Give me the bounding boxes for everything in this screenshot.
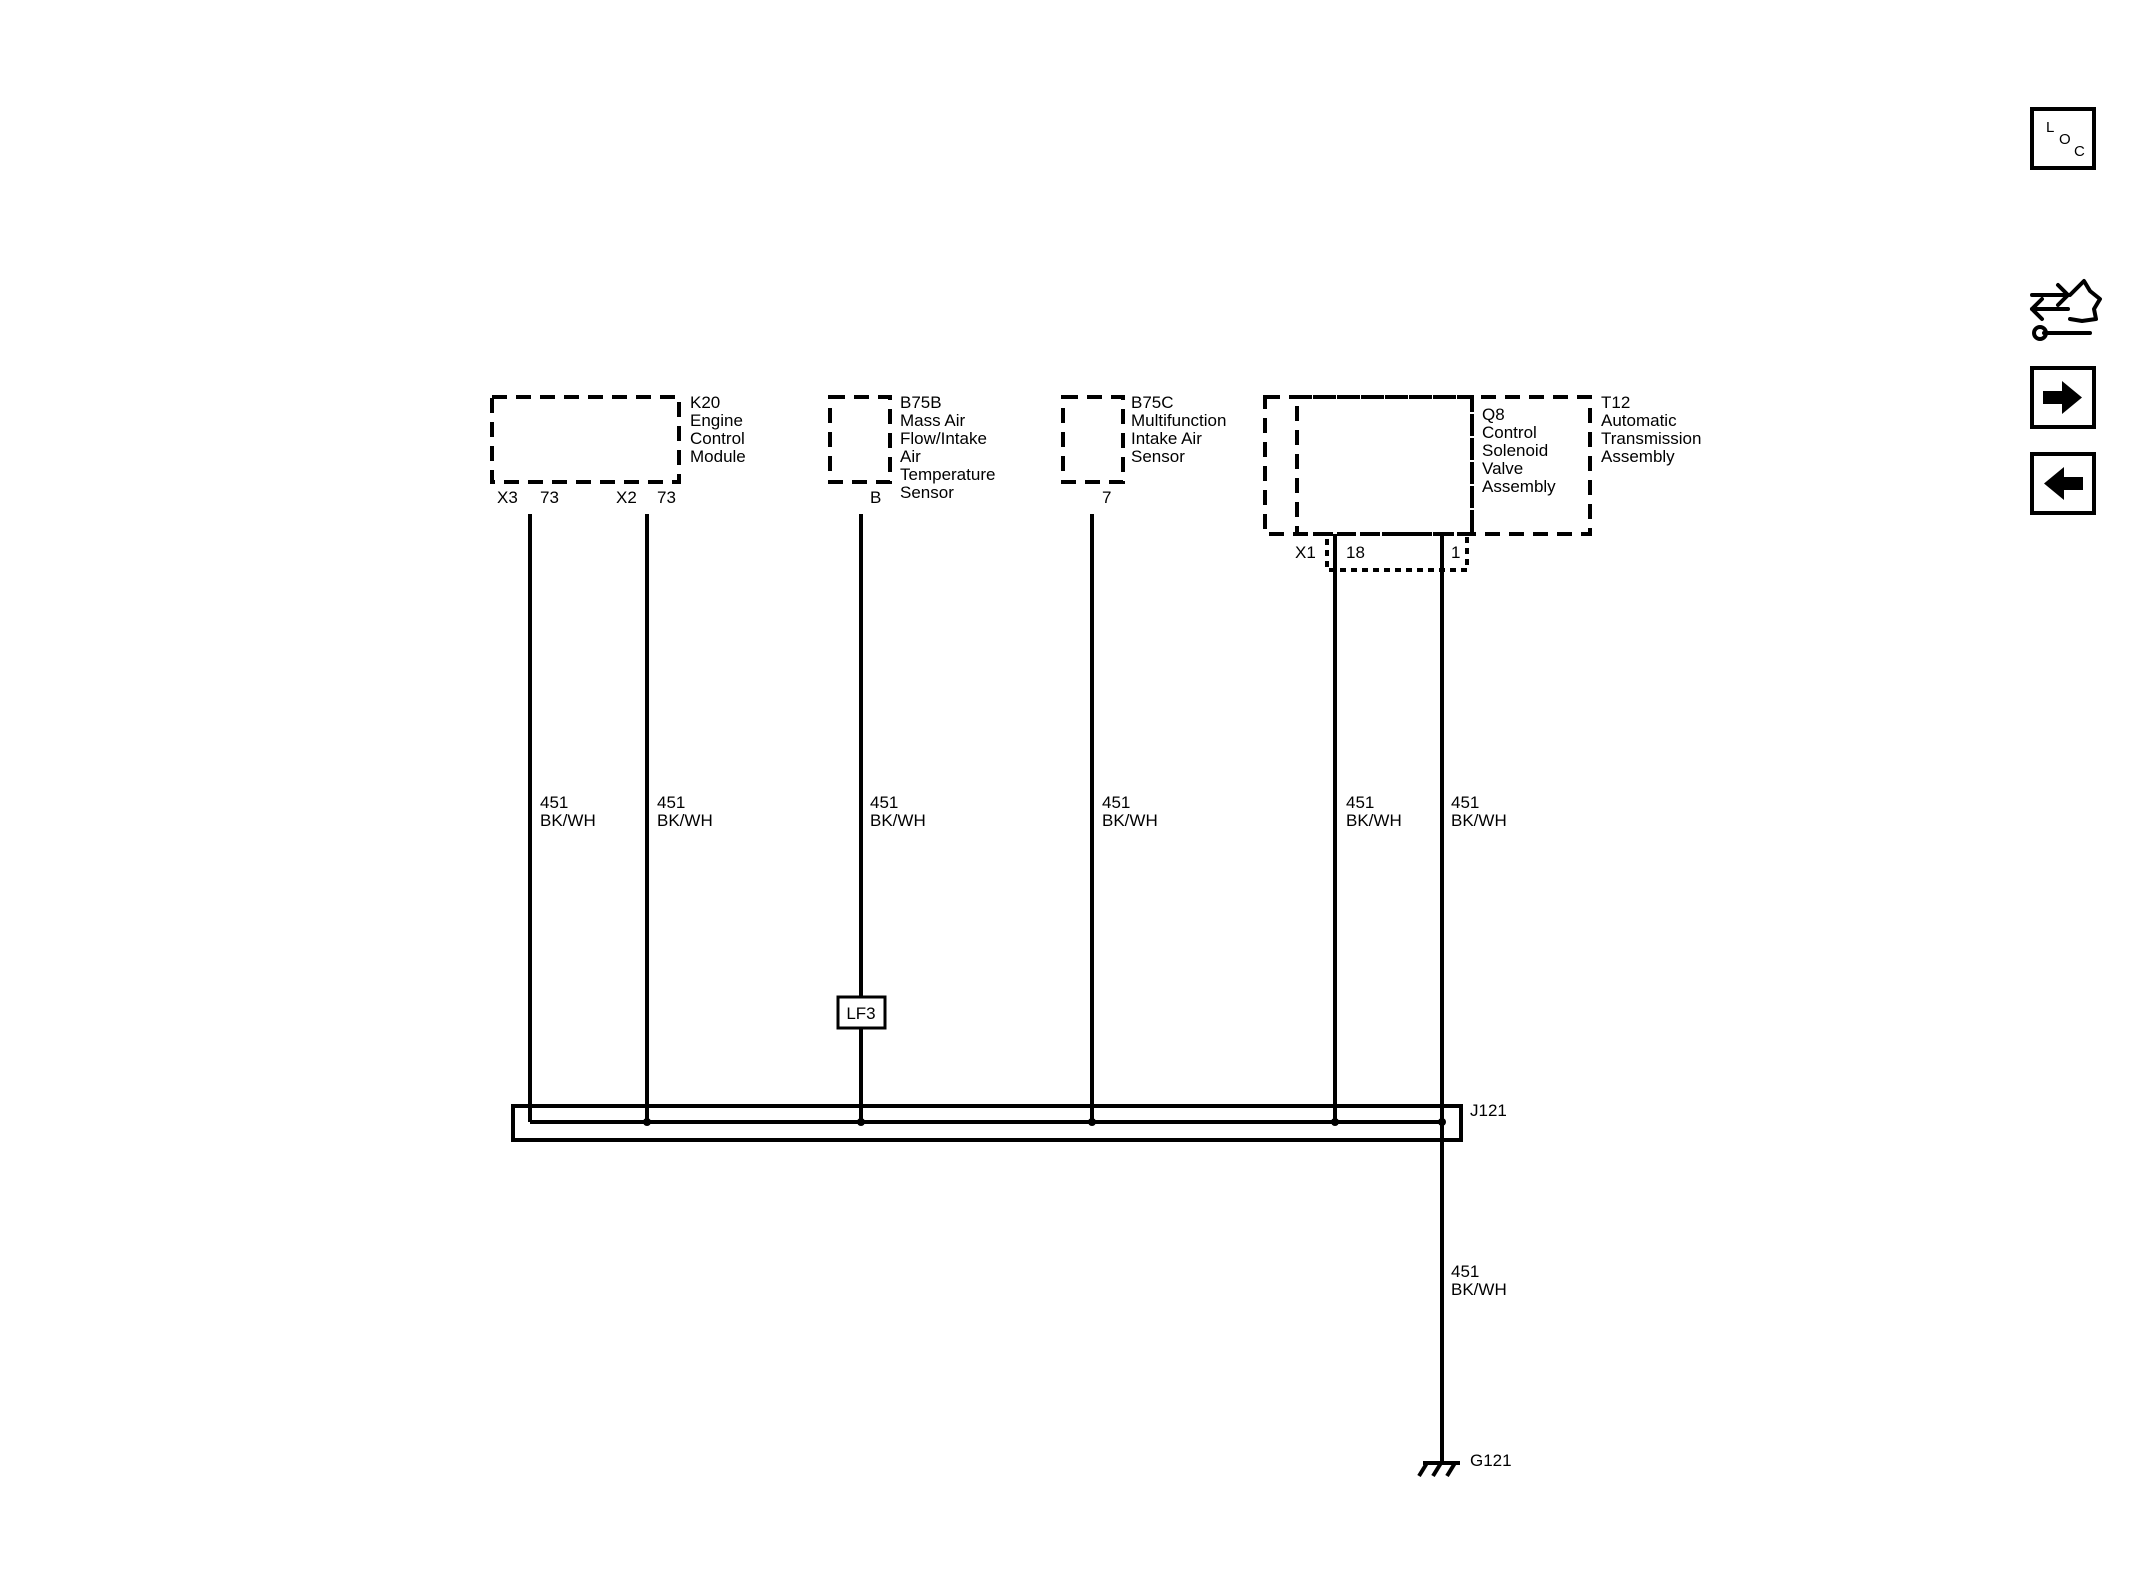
inline-connector-lf3[interactable]: LF3 — [836, 995, 887, 1030]
q8-line-1: Control — [1482, 423, 1537, 442]
wire-7-color: BK/WH — [1451, 1280, 1507, 1299]
pin-k20-x3-73: 73 — [540, 488, 559, 507]
b75b-line-5: Sensor — [900, 483, 954, 502]
splice-node — [1088, 1118, 1096, 1126]
wire-2-color: BK/WH — [657, 811, 713, 830]
b75b-line-2: Flow/Intake — [900, 429, 987, 448]
b75c-box — [1061, 395, 1125, 484]
b75b-line-3: Air — [900, 447, 921, 466]
q8-line-2: Solenoid — [1482, 441, 1548, 460]
pin-k20-x3-connector: X3 — [497, 488, 518, 507]
wire-6-color: BK/WH — [1451, 811, 1507, 830]
lf3-label: LF3 — [846, 1004, 875, 1023]
k20-line-2: Control — [690, 429, 745, 448]
service-info-icon[interactable] — [2026, 273, 2104, 347]
splice-node — [1438, 1118, 1446, 1126]
ground-tick — [1445, 1461, 1457, 1478]
wire-5-circuit: 451 — [1346, 793, 1374, 812]
t12-box — [1263, 395, 1592, 536]
q8-ref: Q8 — [1482, 405, 1505, 424]
loc-letter-l: L — [2046, 119, 2055, 136]
splice-node — [857, 1118, 865, 1126]
t12-automatic-transmission-assembly[interactable]: Q8 Control Solenoid Valve Assembly T12 A… — [1263, 393, 1701, 572]
k20-box — [490, 395, 681, 484]
b75b-line-1: Mass Air — [900, 411, 966, 430]
pin-b75c-7: 7 — [1102, 488, 1111, 507]
pin-k20-x2-connector: X2 — [616, 488, 637, 507]
t12-line-2: Transmission — [1601, 429, 1701, 448]
loc-letter-c: C — [2074, 143, 2085, 160]
previous-page-button[interactable] — [2030, 452, 2096, 515]
splice-node — [1331, 1118, 1339, 1126]
loc-button[interactable]: L O C — [2030, 107, 2096, 170]
b75b-box — [828, 395, 892, 484]
wire-2-circuit: 451 — [657, 793, 685, 812]
b75c-multifunction-intake-air-sensor[interactable]: B75C Multifunction Intake Air Sensor — [1061, 393, 1226, 484]
t12-ref: T12 — [1601, 393, 1630, 412]
splice-j121[interactable]: J121 — [511, 1101, 1507, 1142]
wire-6-circuit: 451 — [1451, 793, 1479, 812]
b75c-line-2: Intake Air — [1131, 429, 1202, 448]
k20-line-1: Engine — [690, 411, 743, 430]
k20-engine-control-module[interactable]: K20 Engine Control Module — [490, 393, 746, 484]
q8-box — [1295, 395, 1474, 536]
pin-t12-1: 1 — [1451, 543, 1460, 562]
k20-ref: K20 — [690, 393, 720, 412]
ground-label: G121 — [1470, 1451, 1512, 1470]
splice-node — [643, 1118, 651, 1126]
pin-k20-x2-73: 73 — [657, 488, 676, 507]
ground-tick — [1417, 1461, 1429, 1478]
loc-letter-o: O — [2059, 131, 2071, 148]
b75c-line-3: Sensor — [1131, 447, 1185, 466]
splice-outline — [511, 1104, 1463, 1142]
t12-x1-connector — [1325, 532, 1469, 572]
wire-7-circuit: 451 — [1451, 1262, 1479, 1281]
wire-4-circuit: 451 — [1102, 793, 1130, 812]
b75b-ref: B75B — [900, 393, 942, 412]
ground-g121[interactable]: G121 — [1417, 1451, 1512, 1478]
q8-line-4: Assembly — [1482, 477, 1556, 496]
wire-1-color: BK/WH — [540, 811, 596, 830]
pin-t12-18: 18 — [1346, 543, 1365, 562]
wire-1-circuit: 451 — [540, 793, 568, 812]
t12-line-1: Automatic — [1601, 411, 1677, 430]
b75b-line-4: Temperature — [900, 465, 995, 484]
ground-tick — [1431, 1461, 1443, 1478]
k20-line-3: Module — [690, 447, 746, 466]
wire-4-color: BK/WH — [1102, 811, 1158, 830]
pin-t12-x1-connector: X1 — [1295, 543, 1316, 562]
b75c-line-1: Multifunction — [1131, 411, 1226, 430]
wire-5-color: BK/WH — [1346, 811, 1402, 830]
b75c-ref: B75C — [1131, 393, 1174, 412]
next-page-button[interactable] — [2030, 366, 2096, 429]
b75b-mass-air-flow-sensor[interactable]: B75B Mass Air Flow/Intake Air Temperatur… — [828, 393, 995, 502]
t12-line-3: Assembly — [1601, 447, 1675, 466]
lf3-box — [836, 995, 887, 1030]
pin-b75b-b: B — [870, 488, 881, 507]
arrow-left-icon — [2044, 467, 2083, 500]
splice-label: J121 — [1470, 1101, 1507, 1120]
wire-3-circuit: 451 — [870, 793, 898, 812]
wire-3-color: BK/WH — [870, 811, 926, 830]
arrow-right-icon — [2043, 381, 2082, 414]
q8-line-3: Valve — [1482, 459, 1523, 478]
